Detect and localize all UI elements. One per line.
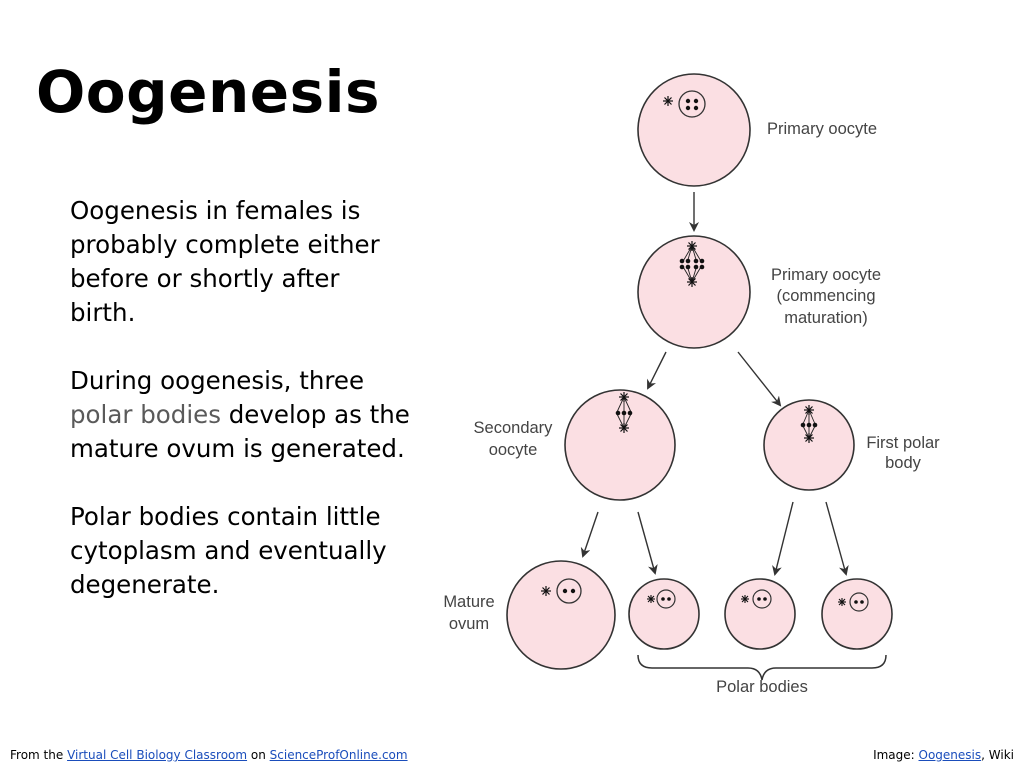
label-secondary-2: oocyte: [489, 441, 538, 459]
label-first-polar-1: First polar: [866, 434, 940, 452]
cell-first-polar-body: [763, 399, 855, 491]
centrosome-icon: [687, 241, 697, 251]
label-first-polar-2: body: [885, 454, 922, 472]
paragraph-polar-bodies: During oogenesis, three polar bodies dev…: [70, 364, 410, 466]
cell-mature-ovum: [506, 560, 616, 670]
label-commencing-1: Primary oocyte: [771, 266, 881, 284]
cell-primary-oocyte: [637, 73, 751, 187]
label-polar-bodies: Polar bodies: [716, 678, 808, 696]
virtual-cell-biology-classroom-link[interactable]: Virtual Cell Biology Classroom: [67, 748, 248, 762]
label-commencing-2: (commencing: [776, 287, 875, 305]
centrosome-icon: [804, 433, 814, 443]
arrow: [825, 501, 849, 576]
arrow: [737, 351, 782, 407]
arrow: [637, 511, 658, 575]
centrosome-icon: [619, 423, 629, 433]
centrosome-icon: [619, 392, 629, 402]
oogenesis-wiki-link[interactable]: Oogenesis: [918, 748, 982, 762]
arrow: [772, 501, 794, 576]
footer-image-credit: Image: Oogenesis, Wiki: [873, 748, 1014, 762]
footer-text: Image:: [873, 748, 919, 762]
cell-secondary-oocyte: [564, 389, 676, 501]
centrosome-icon: [541, 586, 551, 596]
page-title: Oogenesis: [36, 58, 381, 126]
footer-text: on: [247, 748, 270, 762]
footer-text: From the: [10, 748, 68, 762]
polar-bodies-brace: [637, 654, 887, 681]
scienceprofonline-link[interactable]: ScienceProfOnline.com: [269, 748, 408, 762]
arrow: [580, 511, 599, 558]
label-secondary-1: Secondary: [474, 419, 554, 437]
label-mature-1: Mature: [443, 593, 494, 611]
label-commencing-3: maturation): [784, 309, 867, 327]
footer-text: , Wiki: [981, 748, 1014, 762]
centrosome-icon: [838, 598, 846, 606]
cell-polar-body: [724, 578, 796, 650]
label-primary-oocyte: Primary oocyte: [767, 120, 877, 138]
centrosome-icon: [741, 595, 749, 603]
paragraph-degeneration: Polar bodies contain little cytoplasm an…: [70, 502, 387, 599]
arrow: [647, 351, 667, 390]
footer-source: From the Virtual Cell Biology Classroom …: [10, 748, 408, 762]
paragraph-part: During oogenesis, three: [70, 366, 365, 395]
paragraph-oogenesis-timing: Oogenesis in females is probably complet…: [70, 196, 380, 327]
centrosome-icon: [663, 96, 673, 106]
cell-primary-oocyte-commencing: [637, 235, 751, 349]
paragraph-part: develop as the mature ovum is generated.: [70, 400, 410, 463]
cell-polar-body: [628, 578, 700, 650]
centrosome-icon: [687, 277, 697, 287]
label-mature-2: ovum: [449, 615, 489, 633]
centrosome-icon: [804, 405, 814, 415]
body-text: Oogenesis in females is probably complet…: [70, 194, 410, 636]
centrosome-icon: [647, 595, 655, 603]
polar-bodies-highlight: polar bodies: [70, 400, 221, 429]
cell-polar-body: [821, 578, 893, 650]
